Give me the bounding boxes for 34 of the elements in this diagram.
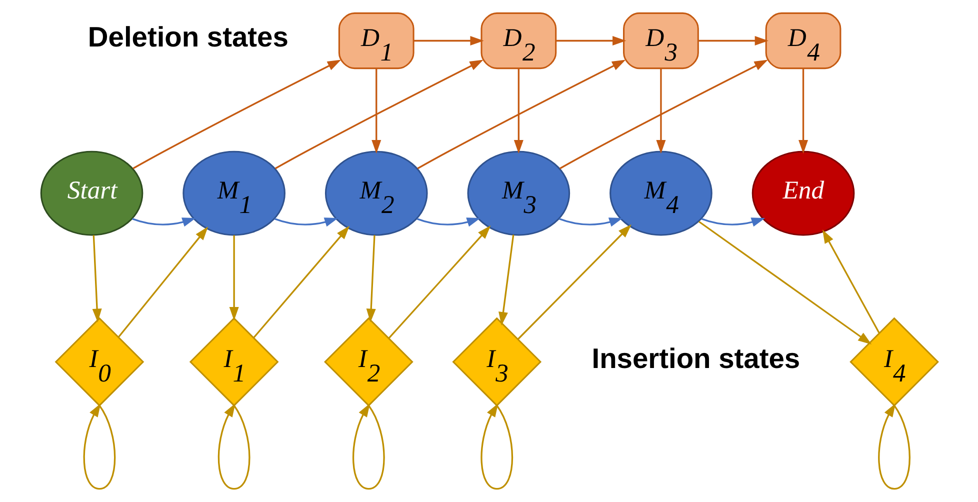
arrow (82, 403, 116, 490)
arrow (558, 218, 622, 227)
arrow (132, 60, 341, 170)
arrow (698, 36, 768, 46)
arrow (416, 60, 626, 170)
arrow (878, 403, 910, 490)
arrow (274, 60, 483, 170)
arrow (132, 218, 196, 227)
arrow (366, 235, 376, 322)
arrow (555, 36, 626, 46)
arrow (388, 226, 490, 339)
arrow (274, 218, 338, 227)
arrow (118, 226, 208, 338)
arrow (700, 218, 765, 227)
arrow (416, 218, 480, 227)
label: Deletion states (87, 20, 288, 53)
arrow (798, 68, 808, 154)
arrow (559, 60, 768, 170)
node-ellipse: Start (40, 150, 143, 236)
arrow (352, 403, 384, 490)
arrow (822, 230, 880, 334)
arrow (252, 226, 350, 338)
label: Insertion states (591, 342, 800, 374)
arrow (217, 403, 250, 490)
arrow (513, 68, 523, 154)
arrow (413, 36, 484, 46)
arrow (498, 234, 514, 326)
arrow (656, 68, 666, 154)
arrow (480, 403, 513, 490)
arrow (517, 224, 631, 340)
arrow (371, 68, 381, 154)
arrow (228, 235, 238, 321)
arrow (92, 235, 102, 322)
arrow (698, 220, 872, 344)
